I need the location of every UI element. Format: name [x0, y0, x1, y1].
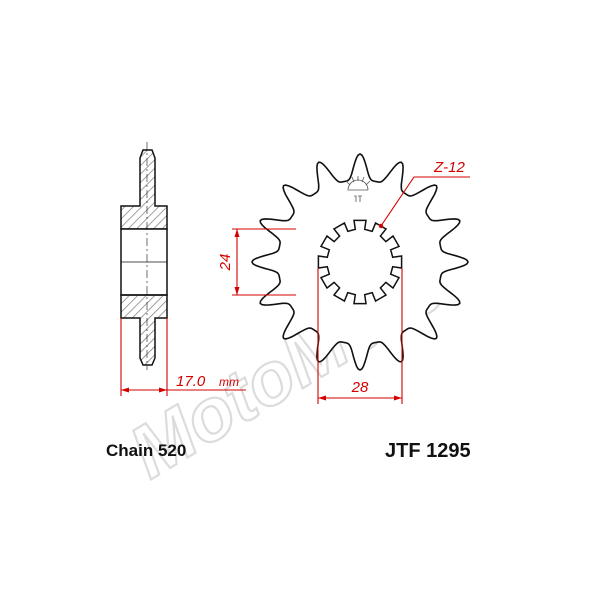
jt-logo-icon: [345, 176, 371, 202]
side-view: [120, 142, 168, 370]
part-number-label: JTF 1295: [385, 440, 471, 462]
sprocket-splined-bore: [317, 219, 403, 305]
side-view-top-hub: [120, 149, 168, 230]
dimension-lines: [120, 176, 470, 404]
dimension-arrows: [121, 223, 402, 401]
chain-label: Chain 520: [106, 441, 186, 460]
tooth-count-label: Z-12: [433, 159, 466, 176]
bore-width-label: 28: [351, 379, 369, 396]
sprocket-front-view: [251, 153, 469, 371]
inner-height-label: 24: [217, 254, 234, 272]
side-view-bottom-hub: [120, 294, 168, 366]
width-unit-label: mm: [219, 375, 239, 389]
width-value-label: 17.0: [176, 373, 206, 390]
